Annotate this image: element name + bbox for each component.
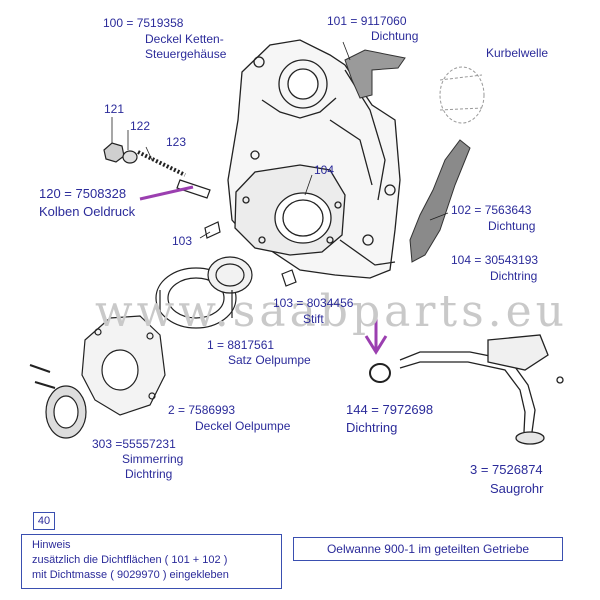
label-120-desc: Kolben Oeldruck bbox=[39, 204, 136, 219]
indicator-arrows bbox=[139, 185, 388, 355]
oil-pump-housing bbox=[234, 164, 346, 256]
note-line-2: mit Dichtmasse ( 9029970 ) eingekleben bbox=[32, 569, 229, 581]
label-crankshaft: Kurbelwelle bbox=[486, 46, 549, 60]
label-121: 121 bbox=[104, 102, 125, 116]
label-144-desc: Dichtring bbox=[346, 420, 398, 435]
label-102-desc: Dichtung bbox=[488, 219, 536, 233]
label-303: 303 =55557231 bbox=[92, 437, 176, 451]
note-line-1: zusätzlich die Dichtflächen ( 101 + 102 … bbox=[32, 554, 228, 566]
label-102: 102 = 7563643 bbox=[451, 203, 532, 217]
label-104-desc: Dichtring bbox=[490, 269, 538, 283]
caption-box: Oelwanne 900-1 im geteilten Getriebe bbox=[293, 537, 563, 561]
label-104-callout: 104 bbox=[314, 163, 335, 177]
label-120: 120 = 7508328 bbox=[39, 186, 127, 201]
gasket-101 bbox=[344, 49, 406, 99]
label-3-desc: Saugrohr bbox=[490, 481, 544, 496]
watermark: www.saabparts.eu bbox=[95, 286, 569, 337]
oil-pump-cover bbox=[29, 315, 166, 416]
seal-ring-303 bbox=[45, 385, 87, 439]
label-103-desc: Stift bbox=[303, 312, 324, 326]
label-1: 1 = 8817561 bbox=[207, 338, 275, 352]
page-number-badge: 40 bbox=[33, 512, 55, 530]
label-101: 101 = 9117060 bbox=[327, 14, 407, 28]
dowel-pins-103 bbox=[204, 221, 297, 287]
oil-pump-gear-set bbox=[155, 256, 253, 329]
label-2-desc: Deckel Oelpumpe bbox=[195, 419, 291, 433]
label-100-desc2: Steuergehäuse bbox=[145, 47, 227, 61]
oil-pressure-piston-parts bbox=[103, 142, 211, 199]
label-100: 100 = 7519358 bbox=[103, 16, 184, 30]
label-103-callout: 103 bbox=[172, 234, 193, 248]
label-104: 104 = 30543193 bbox=[451, 253, 539, 267]
label-303-desc1: Simmerring bbox=[122, 452, 184, 466]
label-144: 144 = 7972698 bbox=[346, 402, 434, 417]
label-2: 2 = 7586993 bbox=[168, 403, 236, 417]
label-122: 122 bbox=[130, 119, 151, 133]
label-3: 3 = 7526874 bbox=[470, 462, 543, 477]
note-box: Hinweis zusätzlich die Dichtflächen ( 10… bbox=[21, 534, 282, 589]
label-103: 103 = 8034456 bbox=[273, 296, 354, 310]
note-heading: Hinweis bbox=[32, 539, 71, 551]
crankshaft-outline bbox=[439, 66, 485, 124]
leader-lines bbox=[111, 41, 449, 239]
label-1-desc: Satz Oelpumpe bbox=[228, 353, 311, 367]
label-100-desc1: Deckel Ketten- bbox=[145, 32, 224, 46]
gasket-102 bbox=[409, 139, 471, 263]
suction-pipe bbox=[399, 334, 564, 445]
label-303-desc2: Dichtring bbox=[125, 467, 173, 481]
label-101-desc: Dichtung bbox=[371, 29, 419, 43]
label-123: 123 bbox=[166, 135, 187, 149]
o-ring-144 bbox=[369, 363, 391, 383]
